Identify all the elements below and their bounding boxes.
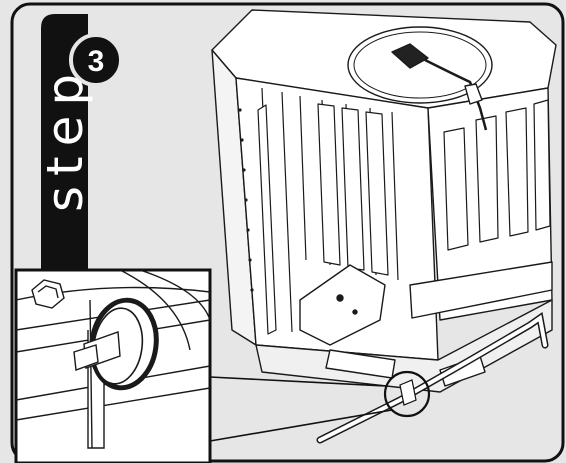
step-number-badge (69, 33, 123, 87)
highlight-circle (383, 370, 431, 418)
vent-hose (424, 58, 488, 131)
screw-2 (352, 309, 358, 315)
leader-line-top (209, 376, 387, 387)
drain-hose (316, 312, 549, 444)
vent-connector (391, 43, 429, 69)
top-vent (347, 26, 493, 104)
screw-1 (336, 294, 344, 302)
leader-line-bottom (209, 409, 393, 442)
step-tab: 3 step (36, 14, 123, 270)
hose-tie-small (399, 379, 417, 406)
hose-clip (464, 83, 483, 105)
flange-holes (238, 108, 254, 292)
top-vent-ring (353, 31, 487, 99)
pump-housing (299, 264, 386, 346)
hex-nut (31, 279, 65, 309)
step-label: step (36, 64, 94, 212)
inset-panel (14, 268, 212, 463)
back-ribs (443, 99, 551, 251)
side-ribs (257, 87, 399, 335)
step-number: 3 (88, 45, 105, 78)
base-band (409, 261, 553, 319)
dishwasher-drawing (211, 9, 557, 393)
